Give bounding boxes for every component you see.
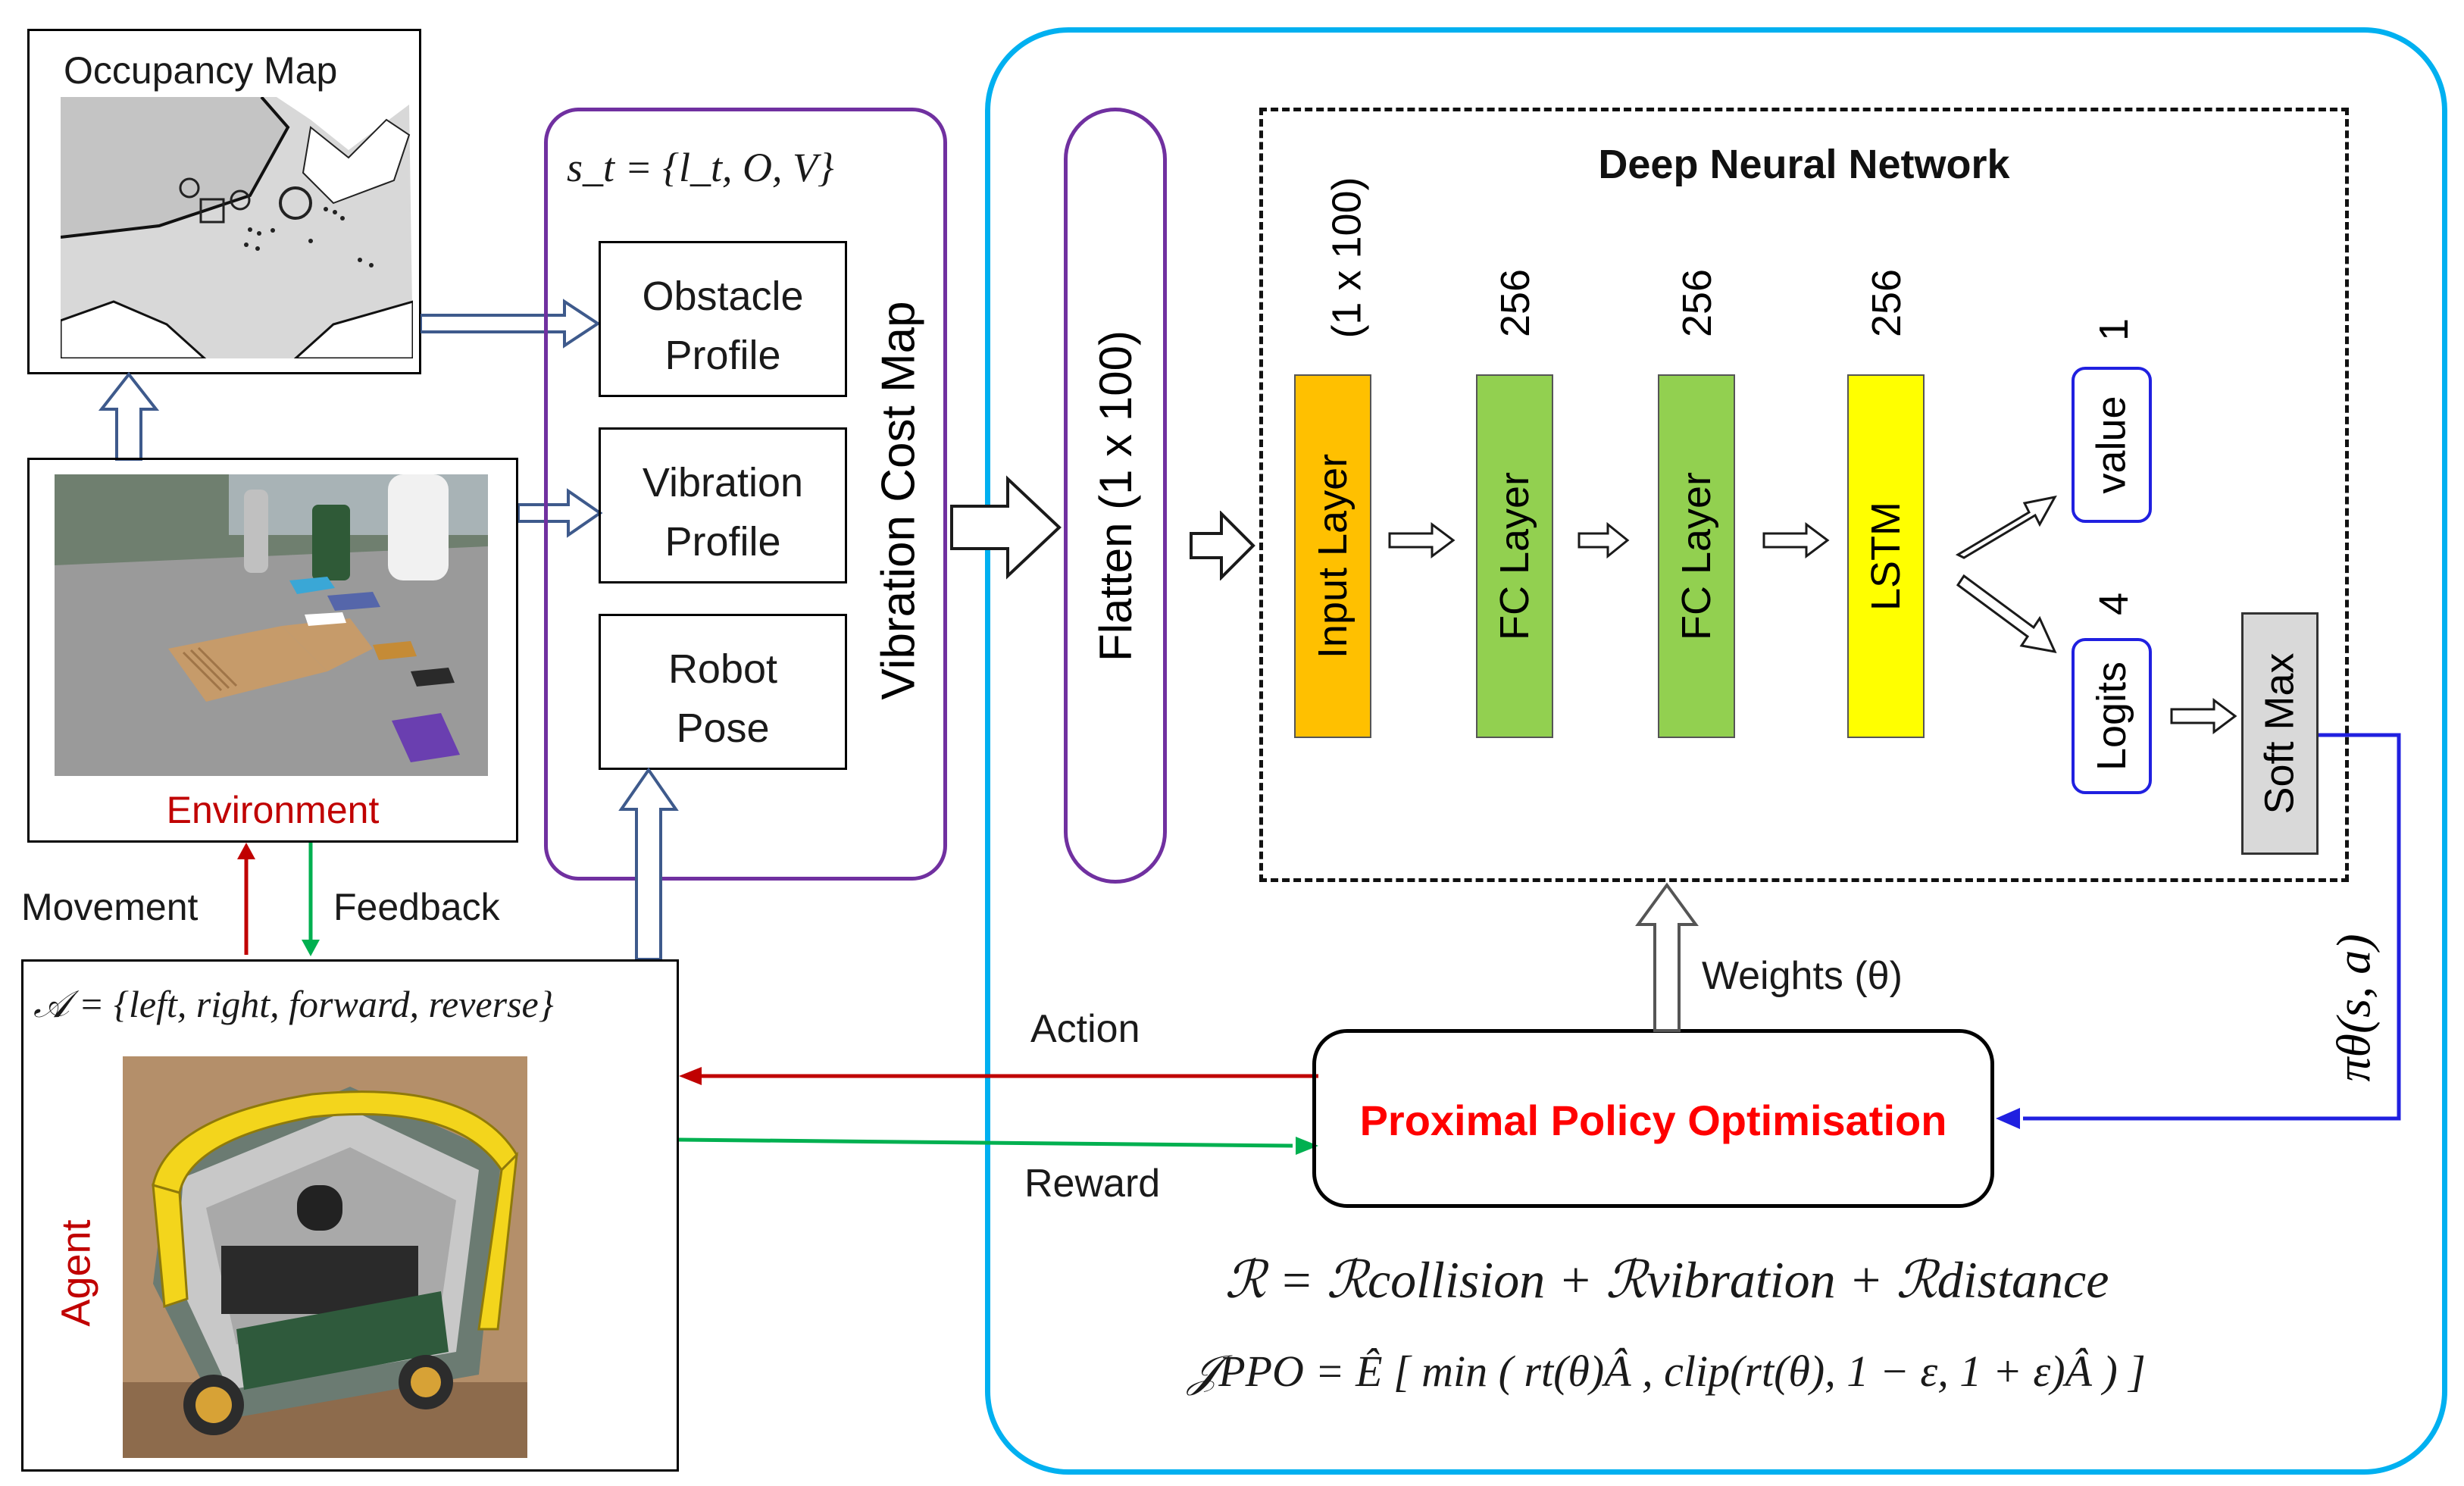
- fc-layer-1: [1476, 374, 1553, 738]
- logits-to-softmax-arrow: [2170, 698, 2237, 734]
- reward-arrow: [679, 1137, 1318, 1155]
- agent-to-pose-arrow: [618, 767, 679, 961]
- vibration-profile-label: Vibration Profile: [642, 460, 804, 565]
- fc2-to-lstm-arrow: [1762, 522, 1830, 558]
- network-box: [1259, 108, 2349, 882]
- policy-label: πθ(s, a): [2327, 934, 2381, 1082]
- robot-pose-label: Robot Pose: [668, 646, 778, 751]
- environment-label: Environment: [166, 789, 380, 831]
- network-title: Deep Neural Network: [1598, 142, 2010, 187]
- logits-head: [2072, 638, 2152, 794]
- softmax-box: [2241, 612, 2319, 855]
- map-to-obstacle-arrow: [421, 299, 601, 349]
- vibration-profile-box: [599, 427, 847, 583]
- environment-box: [27, 458, 518, 843]
- flatten-to-network-arrow: [1190, 511, 1255, 580]
- fc-layer-2-label: FC Layer: [1674, 471, 1720, 641]
- ppo-objective-equation: 𝒥PPO = Ê [ min ( rt(θ)Â , clip(rt(θ), 1 …: [1188, 1347, 2146, 1396]
- input-layer-label: Input Layer: [1310, 453, 1356, 659]
- fc1-to-fc2-arrow: [1578, 521, 1630, 559]
- agent-box: [21, 959, 679, 1472]
- fc1-layer-size: 256: [1493, 268, 1539, 338]
- vibration-cost-map-title: Vibration Cost Map: [872, 300, 925, 700]
- occupancy-map-box: [27, 29, 421, 374]
- fc-layer-2: [1658, 374, 1735, 738]
- policy-arrow: [1996, 733, 2401, 1129]
- fc2-layer-size: 256: [1674, 268, 1721, 338]
- action-label: Action: [1030, 1007, 1140, 1051]
- lstm-layer: [1847, 374, 1925, 738]
- state-to-flatten-arrow: [950, 475, 1062, 580]
- agent-action-space: 𝒜 = {left, right, forward, reverse}: [33, 983, 554, 1025]
- feedback-label: Feedback: [333, 886, 500, 928]
- occupancy-map-image: [61, 97, 413, 358]
- obstacle-profile-box: [599, 241, 847, 397]
- lstm-layer-size: 256: [1864, 268, 1910, 338]
- state-box: [544, 108, 947, 881]
- weights-arrow: [1635, 882, 1699, 1032]
- movement-arrow: [237, 843, 255, 955]
- movement-label: Movement: [21, 886, 199, 928]
- value-head-size: 1: [2090, 318, 2137, 342]
- ppo-label: Proximal Policy Optimisation: [1359, 1097, 1947, 1144]
- feedback-arrow: [302, 843, 320, 956]
- input-layer-size: (1 x 100): [1324, 177, 1371, 339]
- lstm-layer-label: LSTM: [1863, 501, 1909, 612]
- value-head-label: value: [2089, 396, 2134, 494]
- reward-label: Reward: [1024, 1162, 1161, 1206]
- robot-pose-box: [599, 614, 847, 770]
- learning-panel: [985, 27, 2447, 1475]
- agent-label: Agent: [54, 1219, 99, 1327]
- flatten-label: Flatten (1 x 100): [1090, 330, 1141, 662]
- action-arrow: [679, 1067, 1318, 1085]
- weights-label: Weights (θ): [1702, 954, 1903, 998]
- state-formula: s_t = {l_t, O, V}: [567, 145, 834, 190]
- input-layer: [1294, 374, 1371, 738]
- flatten-box: [1064, 108, 1167, 884]
- environment-photo: [55, 474, 488, 776]
- occupancy-map-title: Occupancy Map: [64, 49, 338, 92]
- obstacle-profile-label: Obstacle Profile: [642, 274, 804, 378]
- logits-head-size: 4: [2090, 592, 2137, 616]
- lstm-to-value-arrow: [1955, 495, 2057, 559]
- env-to-map-arrow: [98, 371, 159, 461]
- agent-robot-photo: [123, 1056, 527, 1458]
- lstm-to-logits-arrow: [1956, 574, 2057, 653]
- value-head: [2072, 367, 2152, 523]
- input-to-fc1-arrow: [1388, 522, 1456, 558]
- fc-layer-1-label: FC Layer: [1492, 471, 1538, 641]
- reward-equation: ℛ = ℛcollision + ℛvibration + ℛdistance: [1224, 1251, 2109, 1309]
- env-to-vibration-arrow: [518, 488, 603, 538]
